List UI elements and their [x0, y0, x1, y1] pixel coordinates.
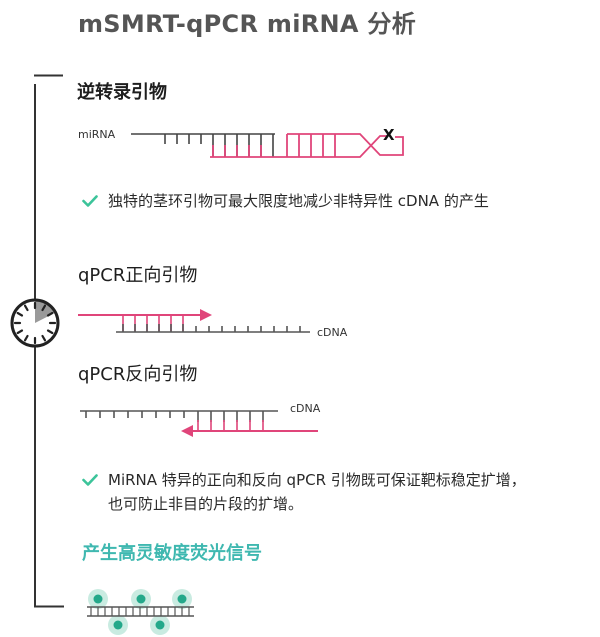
stopwatch-icon: [10, 298, 60, 348]
reverse-primer-diagram: [80, 410, 318, 437]
forward-primer-diagram: [78, 309, 310, 333]
checkmark-icon: [82, 195, 98, 207]
qpcr-primer-bullet-line1: MiRNA 特异的正向和反向 qPCR 引物既可保证靶标稳定扩增，: [108, 471, 526, 489]
checkmark-icon: [82, 474, 98, 486]
cdna-label-forward: cDNA: [317, 326, 348, 339]
reverse-primer-heading: qPCR反向引物: [78, 364, 198, 385]
mirna-label: miRNA: [78, 128, 116, 141]
forward-primer-heading: qPCR正向引物: [78, 265, 198, 286]
rt-primer-heading: 逆转录引物: [77, 82, 167, 103]
cdna-label-reverse: cDNA: [290, 402, 321, 415]
timeline-bracket: [34, 74, 64, 608]
qpcr-primer-bullet-line2: 也可防止非目的片段的扩增。: [108, 495, 304, 513]
rt-primer-bullet-text: 独特的茎环引物可最大限度地减少非特异性 cDNA 的产生: [108, 192, 489, 210]
signal-heading: 产生高灵敏度荧光信号: [82, 543, 262, 564]
rt-primer-bullet: 独特的茎环引物可最大限度地减少非特异性 cDNA 的产生: [82, 189, 592, 213]
qpcr-primer-bullet: MiRNA 特异的正向和反向 qPCR 引物既可保证靶标稳定扩增， 也可防止非目…: [82, 468, 597, 516]
stem-loop-primer-diagram: [131, 133, 404, 158]
page-title: mSMRT-qPCR miRNA 分析: [78, 10, 417, 38]
fluorescent-signal-diagram: [87, 589, 194, 635]
loop-x-mark: X: [383, 126, 395, 144]
